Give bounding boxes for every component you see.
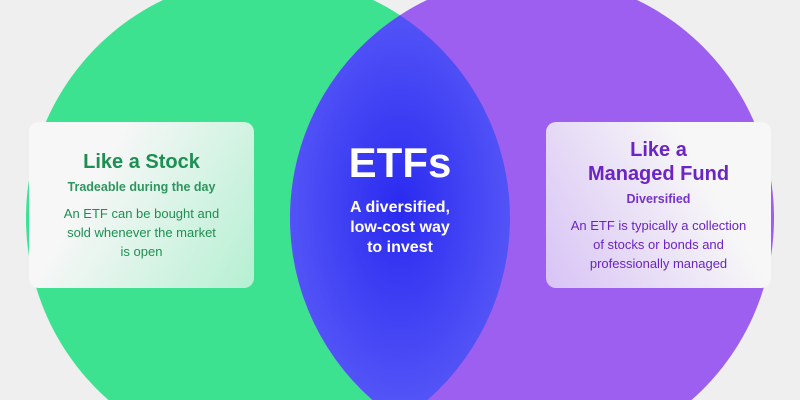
center-title: ETFs: [348, 139, 452, 186]
like-a-stock-card: Like a Stock Tradeable during the day An…: [29, 122, 254, 288]
card-description: An ETF is typically a collection of stoc…: [570, 217, 747, 271]
etf-center-label: ETFs A diversified, low-cost way to inve…: [300, 140, 500, 258]
overlap-lens: [290, 15, 510, 400]
card-description: An ETF can be bought and sold whenever t…: [63, 205, 220, 259]
card-title: Like a Managed Fund: [587, 138, 730, 185]
like-a-managed-fund-card: Like a Managed Fund Diversified An ETF i…: [546, 122, 771, 288]
center-description: A diversified, low-cost way to invest: [350, 199, 450, 256]
card-title: Like a Stock: [83, 150, 200, 173]
card-subtitle: Tradeable during the day: [67, 179, 216, 194]
card-subtitle: Diversified: [626, 191, 691, 206]
